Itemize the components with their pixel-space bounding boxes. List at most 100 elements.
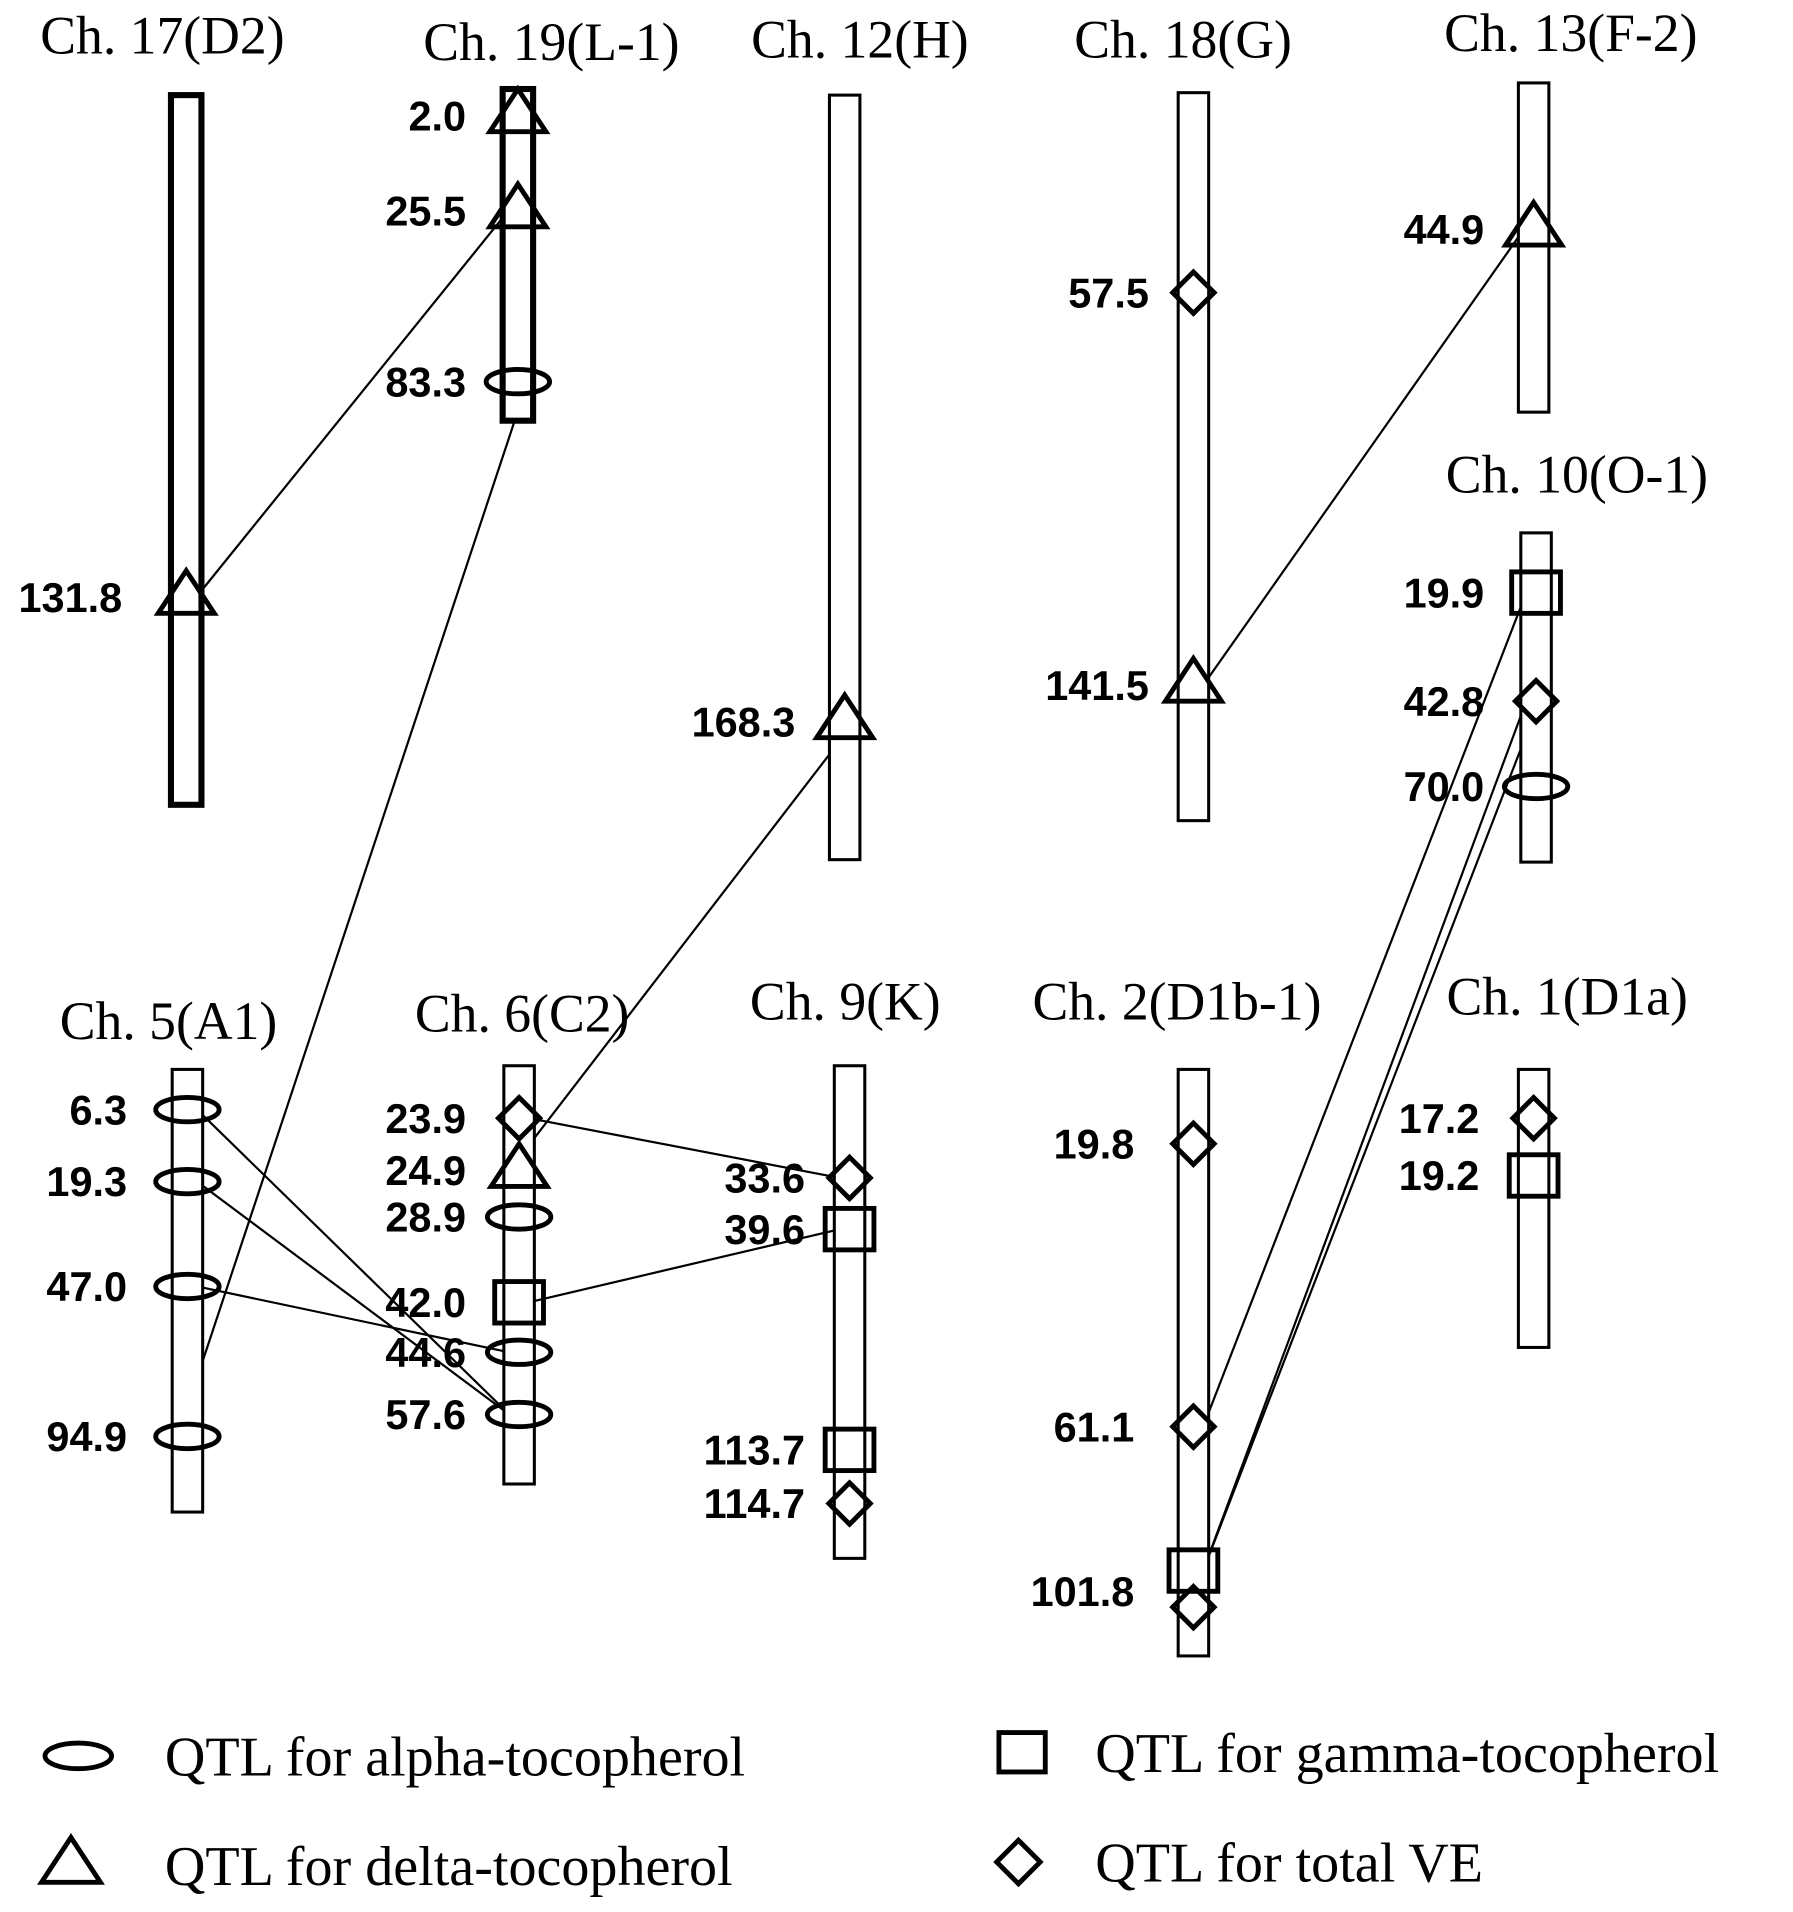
chromosome-title: Ch. 12(H) xyxy=(751,9,969,69)
qtl-link-line xyxy=(528,1117,841,1180)
delta-tocopherol-triangle-icon xyxy=(1501,197,1567,248)
qtl-position-label: 25.5 xyxy=(385,188,466,235)
qtl-position-label: 2.0 xyxy=(408,92,466,139)
legend-label: QTL for gamma-tocopherol xyxy=(1095,1723,1719,1785)
qtl-link-line xyxy=(196,1108,511,1416)
chromosome-bar xyxy=(1176,91,1211,823)
qtl-position-label: 19.3 xyxy=(46,1158,127,1205)
qtl-marker: 131.8 xyxy=(18,566,219,621)
qtl-marker: 83.3 xyxy=(385,358,553,405)
qtl-link-line xyxy=(196,1180,511,1416)
alpha-tocopherol-ellipse-icon xyxy=(42,1740,115,1772)
qtl-link-line xyxy=(508,721,856,1172)
qtl-position-label: 83.3 xyxy=(385,358,466,405)
chromosome-title: Ch. 19(L-1) xyxy=(423,12,679,72)
chromosome-title: Ch. 6(C2) xyxy=(415,984,630,1044)
qtl-link-line xyxy=(195,210,509,599)
qtl-position-label: 168.3 xyxy=(692,699,796,746)
qtl-position-label: 131.8 xyxy=(18,574,122,621)
qtl-position-label: 6.3 xyxy=(69,1086,127,1133)
alpha-tocopherol-ellipse-icon xyxy=(484,1337,554,1367)
qtl-position-label: 44.9 xyxy=(1404,206,1485,253)
legend-item: QTL for alpha-tocopherol xyxy=(42,1726,745,1788)
gamma-tocopherol-square-icon xyxy=(822,1426,877,1474)
qtl-position-label: 57.6 xyxy=(385,1391,466,1438)
total-ve-diamond-icon xyxy=(825,1153,874,1203)
chromosome-bar xyxy=(827,93,862,862)
qtl-position-label: 114.7 xyxy=(704,1480,805,1527)
legend-label: QTL for alpha-tocopherol xyxy=(165,1726,745,1788)
total-ve-diamond-icon xyxy=(1509,1094,1558,1143)
qtl-links xyxy=(176,210,1535,1571)
qtl-link-line xyxy=(528,1228,841,1304)
chromosome-bar xyxy=(832,1064,867,1560)
delta-tocopherol-triangle-icon xyxy=(485,84,551,135)
qtl-position-label: 101.8 xyxy=(1031,1568,1135,1615)
qtl-marker: 113.7 xyxy=(704,1426,877,1474)
qtl-position-label: 42.8 xyxy=(1404,678,1485,725)
gamma-tocopherol-square-icon xyxy=(822,1205,877,1253)
chromosome: Ch. 9(K) 33.639.6 113.7 114.7 xyxy=(704,971,941,1560)
alpha-tocopherol-ellipse-icon xyxy=(153,1271,222,1302)
qtl-marker: 141.5 xyxy=(1045,654,1226,709)
gamma-tocopherol-square-icon xyxy=(1506,1152,1561,1199)
qtl-marker: 57.6 xyxy=(385,1391,554,1438)
chromosome-bar xyxy=(1176,1067,1211,1658)
qtl-marker: 25.5 xyxy=(385,179,551,235)
total-ve-diamond-icon xyxy=(993,1836,1044,1888)
legend-item: QTL for gamma-tocopherol xyxy=(996,1723,1719,1785)
qtl-marker: 19.3 xyxy=(46,1158,222,1205)
chromosome-bar xyxy=(1516,1067,1551,1349)
qtl-position-label: 39.6 xyxy=(724,1206,805,1253)
legend-item: QTL for delta-tocopherol xyxy=(37,1833,733,1898)
qtl-marker: 168.3 xyxy=(692,690,878,746)
qtl-marker: 39.6 xyxy=(724,1205,877,1253)
total-ve-diamond-icon xyxy=(494,1094,544,1143)
total-ve-diamond-icon xyxy=(825,1479,874,1528)
qtl-link-line xyxy=(196,1285,510,1354)
alpha-tocopherol-ellipse-icon xyxy=(483,367,553,397)
total-ve-diamond-icon xyxy=(1169,1402,1218,1451)
qtl-position-label: 70.0 xyxy=(1404,763,1485,810)
chromosome-title: Ch. 18(G) xyxy=(1074,9,1292,69)
qtl-marker: 2.0 xyxy=(408,84,551,139)
total-ve-diamond-icon xyxy=(1169,1119,1218,1168)
chromosome-bar xyxy=(499,85,537,424)
qtl-marker: 24.9 xyxy=(385,1139,552,1194)
chromosome-title: Ch. 9(K) xyxy=(750,971,941,1031)
qtl-marker: 28.9 xyxy=(385,1194,554,1241)
gamma-tocopherol-square-icon xyxy=(492,1279,546,1326)
chromosome: Ch. 19(L-1) 2.0 25.5 83.3 xyxy=(385,12,680,424)
chromosome: Ch. 10(O-1)19.942.870.0 xyxy=(1404,445,1708,864)
qtl-marker: 114.7 xyxy=(704,1479,874,1528)
gamma-tocopherol-square-icon xyxy=(996,1730,1048,1775)
qtl-link-line xyxy=(1202,715,1535,1571)
qtl-marker: 19.2 xyxy=(1399,1152,1561,1199)
chromosomes: Ch. 17(D2)131.8Ch. 19(L-1)2.025.583.3Ch.… xyxy=(18,3,1708,1658)
chromosome: Ch. 12(H) 168.3 xyxy=(692,9,969,862)
qtl-marker xyxy=(1169,1582,1218,1632)
qtl-position-label: 19.8 xyxy=(1054,1120,1135,1167)
legend-label: QTL for total VE xyxy=(1095,1833,1483,1895)
qtl-marker: 6.3 xyxy=(69,1086,222,1133)
delta-tocopherol-triangle-icon xyxy=(37,1833,105,1885)
chromosome-title: Ch. 5(A1) xyxy=(60,991,278,1051)
total-ve-diamond-icon xyxy=(1511,676,1561,726)
qtl-link-line xyxy=(176,381,529,1437)
qtl-position-label: 17.2 xyxy=(1399,1095,1480,1142)
chromosome: Ch. 1(D1a)17.219.2 xyxy=(1399,967,1688,1349)
chromosome-bar xyxy=(1519,531,1553,864)
qtl-marker: 17.2 xyxy=(1399,1094,1558,1143)
qtl-marker: 70.0 xyxy=(1404,763,1571,810)
delta-tocopherol-triangle-icon xyxy=(486,1139,552,1189)
qtl-marker: 19.8 xyxy=(1054,1119,1218,1168)
qtl-marker: 44.9 xyxy=(1404,197,1567,253)
qtl-marker: 57.5 xyxy=(1068,268,1218,317)
chromosome-title: Ch. 10(O-1) xyxy=(1446,445,1708,505)
qtl-marker: 33.6 xyxy=(724,1153,874,1203)
gamma-tocopherol-square-icon xyxy=(1509,569,1563,616)
qtl-position-label: 61.1 xyxy=(1054,1403,1135,1450)
chromosome: Ch. 6(C2)23.924.928.942.044.657.6 xyxy=(385,984,630,1486)
delta-tocopherol-triangle-icon xyxy=(812,690,878,741)
